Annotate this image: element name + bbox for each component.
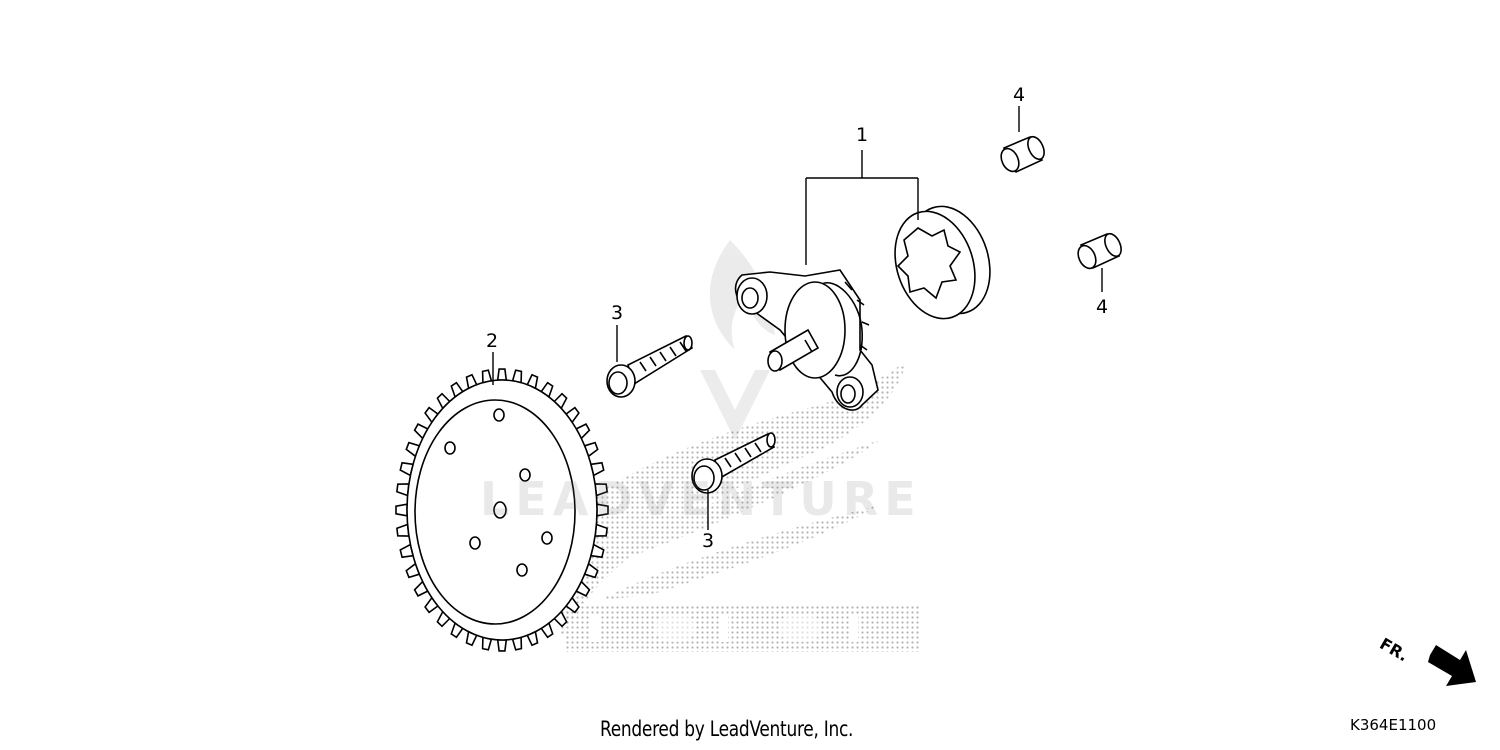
gear-hole xyxy=(516,563,528,577)
gear-hole xyxy=(444,441,456,455)
watermark-honda-letters xyxy=(565,604,920,652)
callout-2: 2 xyxy=(486,330,499,352)
diagram-code: K364E1100 xyxy=(1350,716,1437,734)
callout-3-upper: 3 xyxy=(611,302,624,324)
leader-lines xyxy=(492,106,1103,530)
dowel-pin-lower xyxy=(1077,232,1122,270)
gear-tooth xyxy=(496,368,508,381)
gear-tooth xyxy=(395,503,408,517)
callout-1: 1 xyxy=(856,124,869,146)
oil-pump-body xyxy=(734,269,879,411)
gear-hole xyxy=(519,468,531,482)
gear-center-hole xyxy=(493,501,507,519)
fr-arrow-icon xyxy=(1428,645,1476,686)
watermark-honda-wing xyxy=(560,362,905,640)
gear-teeth xyxy=(395,368,609,652)
gear-hole xyxy=(493,408,505,422)
gear-hole xyxy=(541,531,553,545)
dowel-pin-upper xyxy=(1000,135,1045,174)
bolt-upper xyxy=(606,334,694,398)
watermark-lv-logo xyxy=(700,240,775,440)
watermark-leadventure-text: LEADVENTURE xyxy=(480,472,922,526)
gear-hole xyxy=(469,536,481,550)
render-credit: Rendered by LeadVenture, Inc. xyxy=(600,717,854,741)
gear-tooth xyxy=(496,639,508,652)
drive-gear xyxy=(395,368,609,652)
callout-3-lower: 3 xyxy=(702,530,715,552)
bolt-lower xyxy=(691,432,776,494)
outer-rotor xyxy=(894,205,991,320)
callout-4-upper: 4 xyxy=(1013,84,1026,106)
callout-4-lower: 4 xyxy=(1096,296,1109,318)
